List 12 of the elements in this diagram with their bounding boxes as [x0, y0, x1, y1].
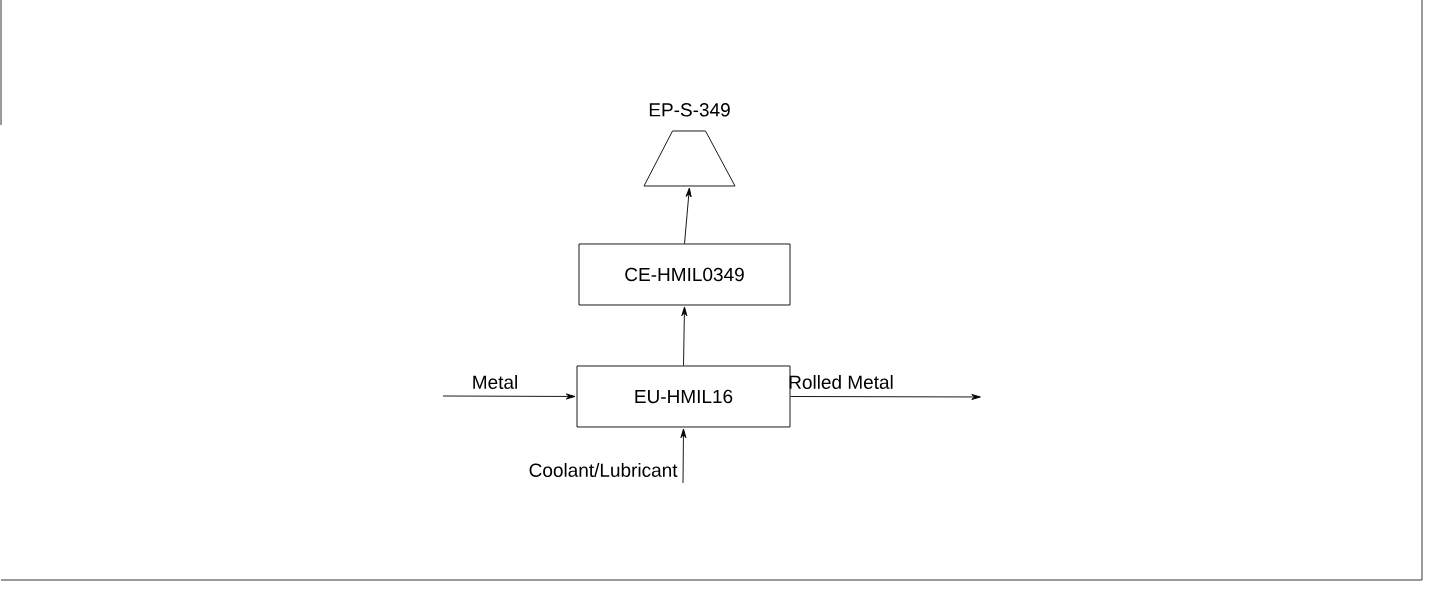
stack-trapezoid: EP-S-349 [643, 103, 736, 187]
arrow [680, 428, 687, 484]
arrow [790, 393, 981, 400]
edge-label: Coolant/Lubricant [529, 463, 678, 477]
process-box: CE-HMIL0349 [578, 243, 791, 306]
arrow [442, 393, 576, 400]
node-label: EP-S-349 [649, 103, 730, 117]
edge-label: Metal [473, 375, 517, 389]
process-box: EU-HMIL16 [576, 365, 791, 428]
arrow [681, 306, 688, 366]
arrow [684, 187, 692, 244]
edge-label: Rolled Metal [789, 375, 893, 389]
